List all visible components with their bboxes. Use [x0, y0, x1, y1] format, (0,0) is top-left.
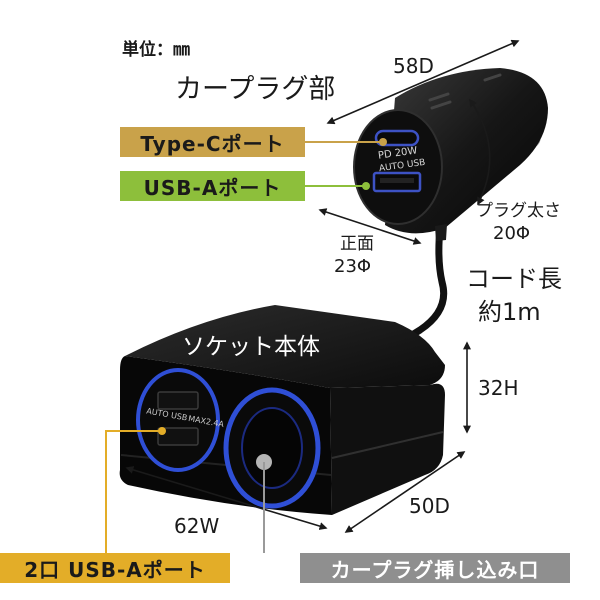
dim-plug-thickness-label: プラグ太さ — [476, 201, 561, 221]
plug-insert-label: カープラグ挿し込み口 — [300, 553, 570, 583]
dim-32h: 32H — [478, 376, 519, 400]
arrow-20phi — [469, 98, 491, 206]
dim-cord-label: コード長 — [466, 265, 562, 293]
arrow-62w — [125, 466, 328, 530]
type-c-port-label: Type-Cポート — [120, 127, 305, 157]
dim-58d: 58D — [393, 54, 434, 78]
two-usb-a-port-label: 2口 USB-Aポート — [0, 553, 230, 583]
socket-body-title: ソケット本体 — [182, 334, 320, 360]
dim-front-label: 正面 — [340, 234, 374, 254]
dim-50d: 50D — [409, 494, 450, 518]
arrow-58d — [326, 39, 520, 125]
arrow-50d — [344, 451, 466, 533]
arrow-23phi — [318, 208, 422, 245]
dim-front-value: 23Φ — [334, 256, 372, 277]
dim-plug-thickness-value: 20Φ — [493, 223, 531, 244]
usb-a-port-label: USB-Aポート — [120, 171, 305, 201]
dimension-arrows — [125, 39, 520, 533]
dim-cord-value: 約1m — [478, 298, 541, 326]
plug-section-title: カープラグ部 — [175, 74, 336, 105]
callout-lines — [105, 138, 387, 553]
unit-label: 単位：㎜ — [122, 40, 190, 60]
power-cord — [400, 224, 448, 344]
dim-62w: 62W — [174, 514, 220, 538]
socket-top — [125, 305, 445, 388]
